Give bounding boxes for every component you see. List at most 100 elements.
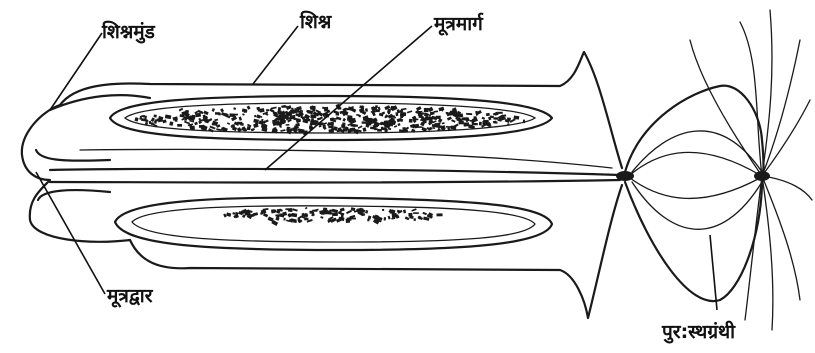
tissue-speck xyxy=(413,218,415,221)
tissue-speck xyxy=(277,111,282,115)
tissue-speck xyxy=(274,119,277,121)
tissue-speck xyxy=(240,123,244,126)
tissue-speck xyxy=(436,125,441,128)
tissue-speck xyxy=(472,123,478,125)
tissue-speck xyxy=(195,113,201,117)
tissue-speck xyxy=(242,113,245,116)
tissue-speck xyxy=(455,117,460,120)
tissue-speck xyxy=(442,122,445,124)
tissue-speck xyxy=(277,214,280,218)
tissue-speck xyxy=(350,217,356,219)
tissue-speck xyxy=(252,128,255,131)
tissue-speck xyxy=(328,125,333,128)
tissue-speck xyxy=(432,127,435,129)
tissue-speck xyxy=(384,125,390,128)
tissue-speck xyxy=(254,115,257,118)
tissue-speck xyxy=(305,207,308,209)
glans-inner-outline xyxy=(36,95,150,200)
tissue-speck xyxy=(447,116,452,120)
tissue-speck xyxy=(394,125,397,128)
tissue-speck xyxy=(232,212,235,215)
urethra-inner-line xyxy=(80,149,612,168)
tissue-speck xyxy=(486,113,490,116)
urethra-channel-upper xyxy=(50,169,620,175)
tissue-speck xyxy=(372,111,376,113)
tissue-speck xyxy=(259,116,262,118)
tissue-speck xyxy=(223,213,226,217)
tissue-speck xyxy=(342,118,346,122)
tissue-speck xyxy=(271,209,275,213)
tissue-speck xyxy=(358,125,363,129)
tissue-speck xyxy=(214,119,218,122)
tissue-speck xyxy=(244,110,247,113)
tissue-speck xyxy=(404,130,408,133)
label-urethral-opening: मूत्रद्वार xyxy=(106,285,154,308)
label-urethra: मूत्रमार्ग xyxy=(433,12,484,36)
tissue-speck xyxy=(320,216,323,219)
tissue-speck xyxy=(411,208,416,211)
tissue-speck xyxy=(351,207,356,211)
label-penis: शिश्न xyxy=(299,10,333,33)
tissue-speck xyxy=(291,213,297,217)
tissue-speck xyxy=(284,106,288,108)
tissue-speck xyxy=(260,121,263,123)
tissue-speck xyxy=(280,117,285,120)
tissue-speck xyxy=(419,111,422,113)
tissue-speck xyxy=(340,208,345,212)
tissue-speck xyxy=(226,212,231,217)
tissue-speck xyxy=(425,116,431,120)
tissue-speck xyxy=(395,112,398,116)
prostate-inner-contour-2 xyxy=(630,178,760,198)
label-prostate: पुर:स्थग्रंथी xyxy=(661,320,736,344)
tissue-speck xyxy=(143,115,145,117)
tissue-speck xyxy=(319,125,322,128)
tissue-speck xyxy=(207,118,213,122)
tissue-speck xyxy=(368,216,372,220)
leader-glans xyxy=(50,33,102,110)
tissue-speck xyxy=(149,121,152,125)
tissue-speck xyxy=(263,213,268,217)
tissue-speck xyxy=(474,116,477,120)
tissue-speck xyxy=(405,216,410,220)
tissue-speck xyxy=(388,128,391,130)
tissue-speck xyxy=(452,108,455,112)
tissue-speck xyxy=(286,124,290,126)
tissue-speck xyxy=(384,217,387,221)
tissue-speck xyxy=(416,106,422,111)
tissue-speck xyxy=(280,129,285,132)
tissue-speck xyxy=(451,119,456,122)
tissue-speck xyxy=(310,106,316,110)
tissue-speck xyxy=(437,213,443,216)
tissue-speck xyxy=(190,126,195,130)
tissue-speck xyxy=(336,116,342,120)
tissue-speck xyxy=(367,118,373,122)
tissue-speck xyxy=(234,214,239,218)
tissue-speck xyxy=(346,210,352,214)
tissue-speck xyxy=(397,123,400,126)
tissue-speck xyxy=(271,107,277,110)
tissue-speck xyxy=(154,115,157,118)
glans-outline xyxy=(22,105,130,242)
tissue-speck xyxy=(292,208,298,211)
tissue-speck xyxy=(285,208,287,210)
tissue-speck xyxy=(479,122,482,126)
tissue-speck xyxy=(341,125,344,127)
tissue-speck xyxy=(428,127,433,131)
tissue-speck xyxy=(350,124,355,128)
tissue-speck xyxy=(472,120,475,123)
tissue-speck xyxy=(283,218,285,221)
tissue-speck xyxy=(483,120,489,123)
tissue-speck xyxy=(365,210,368,214)
tissue-speck xyxy=(278,107,281,111)
tissue-speck xyxy=(361,111,364,113)
tissue-speck xyxy=(409,119,413,123)
tissue-speck xyxy=(215,112,220,115)
tissue-speck xyxy=(414,124,419,129)
prostate-inner-contour-4 xyxy=(632,182,762,229)
tissue-speck xyxy=(169,121,173,125)
tissue-speck xyxy=(185,110,188,113)
leader-prostate xyxy=(710,235,717,310)
tissue-speck xyxy=(266,109,269,111)
tissue-speck xyxy=(220,108,224,112)
tissue-speck xyxy=(376,218,381,222)
